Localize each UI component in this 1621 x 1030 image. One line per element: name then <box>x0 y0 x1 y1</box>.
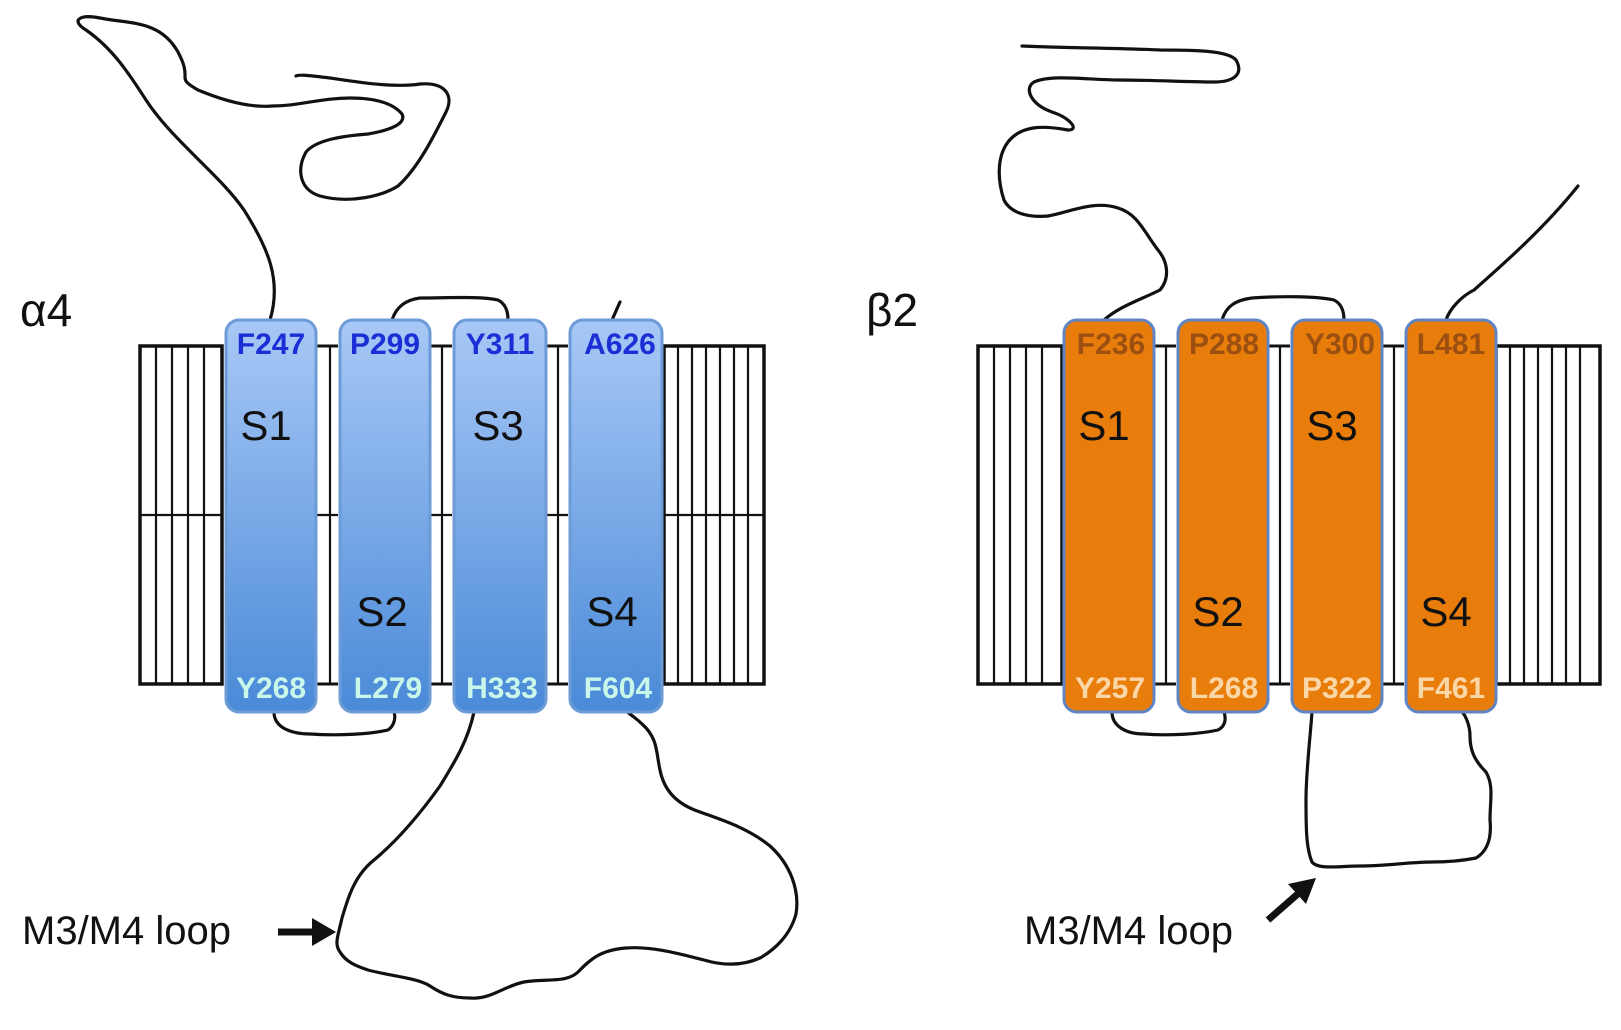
beta2-s3-bottom-residue: P322 <box>1302 672 1372 705</box>
beta2-loop-arrow <box>1265 878 1316 923</box>
beta2-n-terminus <box>997 44 1241 322</box>
beta2-s2-bottom-residue: L268 <box>1190 672 1258 705</box>
beta2-segment-s2: P288 S2 L268 <box>1176 318 1270 714</box>
beta2-s4-top-residue: L481 <box>1417 328 1485 361</box>
alpha4-segment-s4: A626 S4 F604 <box>568 318 664 714</box>
alpha4-s2-label: S2 <box>356 588 407 635</box>
beta2-segment-s4: L481 S4 F461 <box>1404 318 1498 714</box>
alpha4-n-terminus <box>76 15 451 322</box>
beta2-segment-s1: F236 S1 Y257 <box>1062 318 1156 714</box>
beta2-membrane-left <box>976 344 1064 686</box>
alpha4-s3-top-residue: Y311 <box>466 328 534 361</box>
alpha4-s1-top-residue: F247 <box>237 328 305 361</box>
beta2-s2-label: S2 <box>1192 588 1243 635</box>
beta2-panel: F236 S1 Y257 P288 S2 L268 Y300 S3 P322 L… <box>866 44 1602 953</box>
beta2-s3-label: S3 <box>1306 402 1357 449</box>
beta2-s3-top-residue: Y300 <box>1305 328 1375 361</box>
alpha4-membrane-left <box>138 344 224 686</box>
beta2-segment-s3: Y300 S3 P322 <box>1290 318 1384 714</box>
alpha4-label: α4 <box>20 284 72 336</box>
alpha4-s3-bottom-residue: H333 <box>466 672 538 705</box>
alpha4-loop-label: M3/M4 loop <box>22 909 231 953</box>
beta2-s1-s2-loop <box>1110 710 1227 737</box>
alpha4-s1-label: S1 <box>240 402 291 449</box>
alpha4-s2-s3-loop <box>390 295 510 322</box>
beta2-s4-bottom-residue: F461 <box>1417 672 1485 705</box>
beta2-membrane-right <box>1494 344 1602 686</box>
alpha4-segment-s3: Y311 S3 H333 <box>452 318 548 714</box>
alpha4-c-terminus <box>610 300 622 322</box>
beta2-s2-top-residue: P288 <box>1189 328 1259 361</box>
alpha4-s2-top-residue: P299 <box>350 328 420 361</box>
alpha4-s4-bottom-residue: F604 <box>584 672 653 705</box>
alpha4-membrane-connectors <box>316 344 568 686</box>
alpha4-s4-label: S4 <box>586 588 637 635</box>
alpha4-m3m4-loop <box>335 710 799 1000</box>
alpha4-membrane-right <box>662 344 766 686</box>
alpha4-segment-s1: F247 S1 Y268 <box>224 318 318 714</box>
alpha4-s3-label: S3 <box>472 402 523 449</box>
alpha4-panel: F247 S1 Y268 P299 S2 L279 Y311 S3 H333 A… <box>20 15 799 1000</box>
alpha4-s1-bottom-residue: Y268 <box>236 672 306 705</box>
alpha4-s1-s2-loop <box>272 710 397 737</box>
alpha4-s2-bottom-residue: L279 <box>354 672 422 705</box>
beta2-s4-label: S4 <box>1420 588 1471 635</box>
beta2-c-terminus <box>1444 184 1580 322</box>
alpha4-loop-arrow <box>278 918 336 946</box>
beta2-s1-label: S1 <box>1078 402 1129 449</box>
beta2-s2-s3-loop <box>1220 295 1346 322</box>
beta2-m3m4-loop <box>1304 710 1493 869</box>
beta2-label: β2 <box>866 284 918 336</box>
alpha4-segment-s2: P299 S2 L279 <box>338 318 432 714</box>
beta2-membrane-connectors <box>1154 344 1404 686</box>
beta2-s1-bottom-residue: Y257 <box>1075 672 1145 705</box>
beta2-loop-label: M3/M4 loop <box>1024 909 1233 953</box>
alpha4-s4-top-residue: A626 <box>584 328 656 361</box>
beta2-s1-top-residue: F236 <box>1077 328 1145 361</box>
